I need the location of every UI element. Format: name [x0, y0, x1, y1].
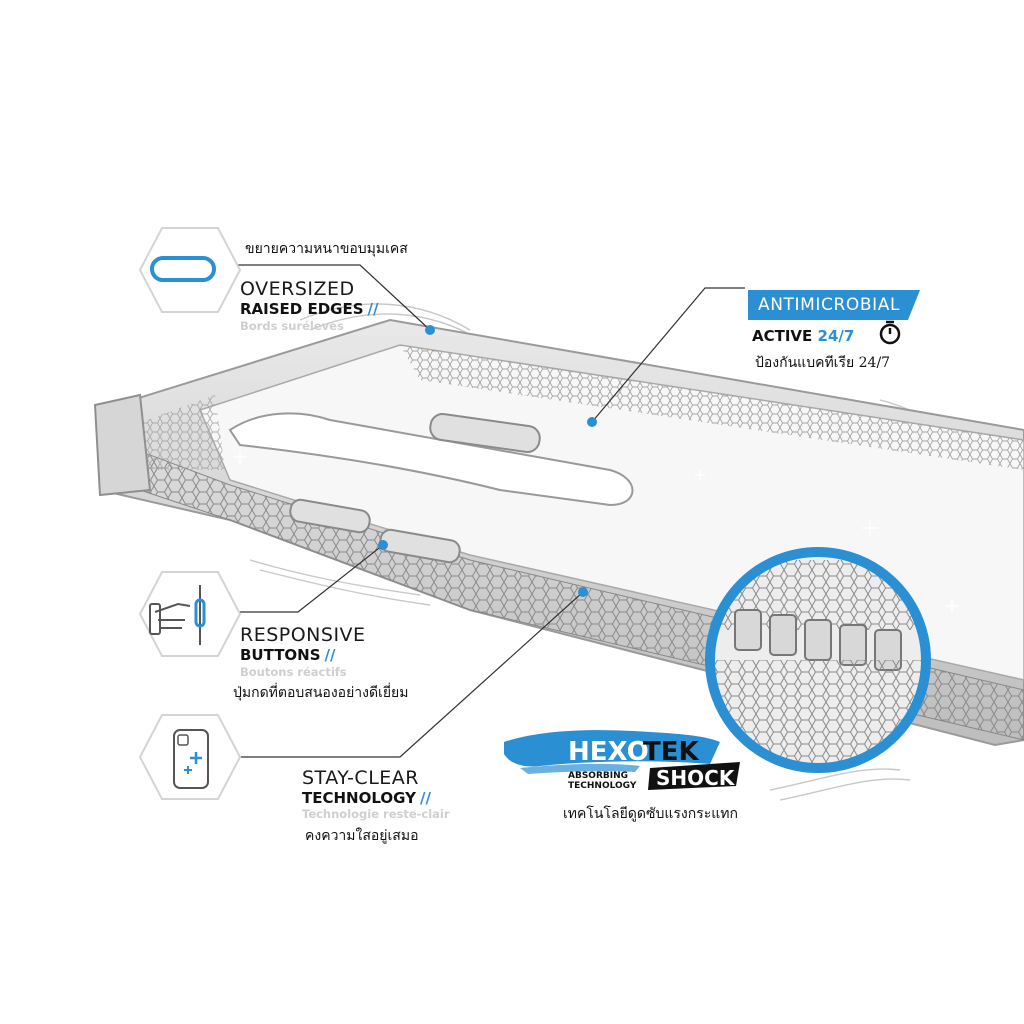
finger-press-icon: [149, 585, 201, 645]
stay-clear-title: STAY-CLEAR: [302, 767, 419, 789]
hexotek-shock: SHOCK: [656, 766, 736, 790]
stay-clear-slash: //: [419, 789, 431, 807]
phone-clear-icon: [173, 729, 209, 789]
responsive-thai: ปุ่มกดที่ตอบสนองอย่างดีเยี่ยม: [233, 685, 409, 701]
responsive-french: Boutons réactifs: [240, 665, 347, 679]
raised-edges-slash: //: [367, 300, 379, 318]
antimicrobial-title: ANTIMICROBIAL: [758, 295, 901, 315]
hexotek-technology: TECHNOLOGY: [568, 781, 637, 791]
hexotek-hexo: HEXO: [568, 737, 649, 767]
raised-edge-badge: [138, 227, 242, 313]
raised-edges-subtitle-text: RAISED EDGES: [240, 300, 364, 318]
hexotek-absorbing: ABSORBING: [568, 771, 628, 781]
responsive-slash: //: [324, 646, 336, 664]
active-value: 24/7: [817, 327, 855, 345]
stay-clear-thai: คงความใสอยู่เสมอ: [305, 828, 419, 844]
hexotek-logo: HEXO TEK ABSORBING TECHNOLOGY SHOCK: [504, 730, 740, 791]
active-label: ACTIVE: [752, 327, 813, 345]
antimicrobial-thai: ป้องกันแบคทีเรีย 24/7: [755, 355, 891, 371]
side-button-right: [379, 528, 461, 564]
hexotek-shock-box: [648, 762, 740, 790]
antimicrobial-active: ACTIVE 24/7: [752, 327, 854, 345]
stay-clear-subtitle-text: TECHNOLOGY: [302, 789, 416, 807]
hexotek-thai: เทคโนโลยีดูดซับแรงกระแทก: [563, 806, 738, 822]
side-button-left: [289, 498, 371, 534]
hexotek-brush-stroke: [504, 730, 720, 767]
leader-lines: [238, 264, 745, 758]
responsive-title: RESPONSIVE: [240, 624, 366, 646]
case-back-band: [400, 345, 1024, 470]
raised-edges-french: Bords surélevés: [240, 319, 344, 333]
phone-clear-badge: [138, 714, 242, 800]
corner-bumper: [93, 393, 152, 497]
antimicrobial-banner: [748, 290, 920, 320]
raised-edges-subtitle: RAISED EDGES//: [240, 300, 379, 318]
side-button-upper: [429, 413, 541, 453]
stay-clear-subtitle: TECHNOLOGY//: [302, 789, 431, 807]
raised-edge-icon: [150, 256, 216, 282]
leader-dots: [378, 325, 597, 597]
sparkles: [233, 450, 958, 612]
responsive-subtitle-text: BUTTONS: [240, 646, 321, 664]
stay-clear-french: Technologie reste-clair: [302, 807, 450, 821]
finger-press-badge: [138, 571, 242, 657]
responsive-subtitle: BUTTONS//: [240, 646, 336, 664]
raised-edges-title: OVERSIZED: [240, 278, 355, 300]
raised-edges-thai: ขยายความหนาขอบมุมเคส: [245, 241, 408, 257]
stopwatch-icon: [879, 320, 901, 345]
camera-cutout: [228, 412, 634, 507]
hexotek-tek: TEK: [643, 737, 699, 767]
